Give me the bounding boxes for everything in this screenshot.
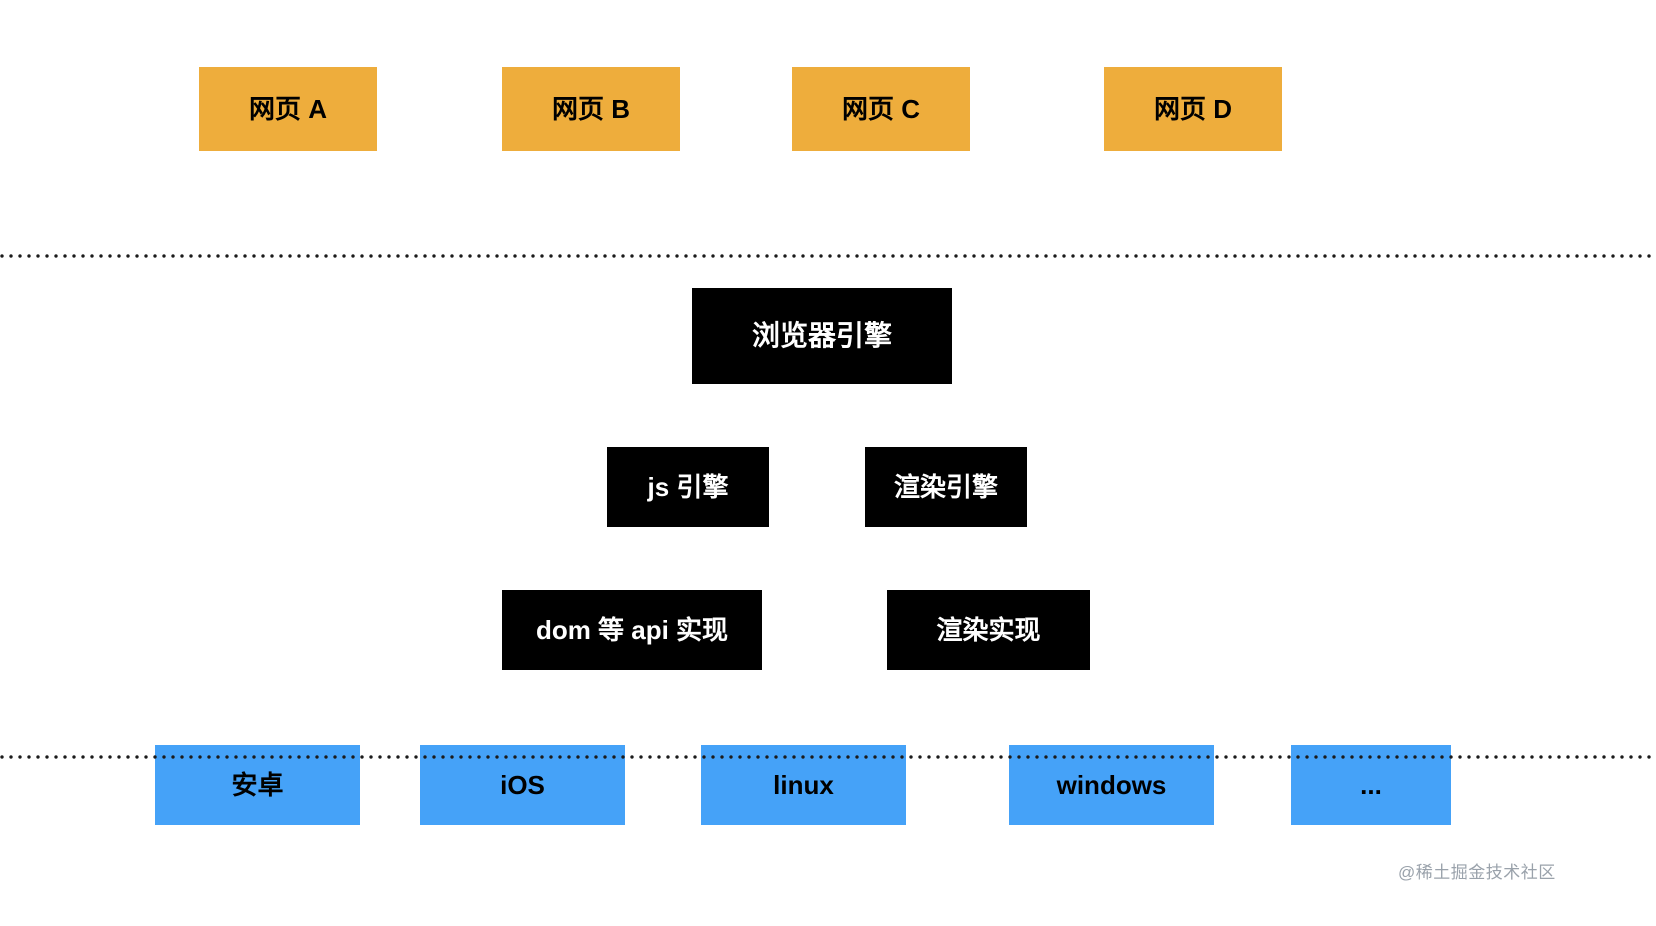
node-web-a[interactable]: 网页 A [199, 67, 377, 151]
node-label-web-a: 网页 A [248, 93, 327, 124]
node-label-render-engine: 渲染引擎 [893, 471, 998, 502]
node-label-js-engine: js 引擎 [647, 471, 729, 502]
node-web-b[interactable]: 网页 B [502, 67, 680, 151]
divider-engine-os [0, 755, 1656, 759]
watermark: @稀土掘金技术社区 [1398, 863, 1556, 882]
node-web-d[interactable]: 网页 D [1104, 67, 1282, 151]
node-browser-engine-box[interactable]: 浏览器引擎 [692, 288, 952, 384]
node-label-os-windows: windows [1056, 769, 1167, 800]
node-dom-api-impl[interactable]: dom 等 api 实现 [502, 590, 762, 670]
node-label-os-other: ... [1360, 769, 1382, 800]
node-label-web-b: 网页 B [551, 93, 630, 124]
node-label-os-android: 安卓 [231, 769, 284, 800]
divider-pages-engine [0, 254, 1656, 258]
node-label-browser-engine-box: 浏览器引擎 [751, 319, 892, 351]
node-label-web-d: 网页 D [1153, 93, 1232, 124]
node-label-os-linux: linux [773, 769, 834, 800]
node-render-impl[interactable]: 渲染实现 [887, 590, 1090, 670]
node-web-c[interactable]: 网页 C [792, 67, 970, 151]
node-render-engine[interactable]: 渲染引擎 [865, 447, 1027, 527]
node-label-web-c: 网页 C [841, 93, 920, 124]
node-js-engine[interactable]: js 引擎 [607, 447, 769, 527]
node-label-render-impl: 渲染实现 [936, 614, 1041, 645]
node-label-os-ios: iOS [500, 769, 545, 800]
node-label-dom-api-impl: dom 等 api 实现 [535, 614, 729, 645]
